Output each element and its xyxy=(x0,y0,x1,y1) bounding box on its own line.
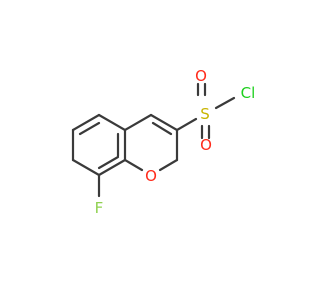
sulfur-label: S xyxy=(200,105,210,123)
sulfonyl-oxygen-bottom-label: O xyxy=(200,136,212,154)
bond xyxy=(149,113,179,132)
bond-inner xyxy=(97,155,120,170)
fluorine-label: F xyxy=(95,199,104,217)
bond xyxy=(175,117,198,132)
bond xyxy=(71,113,101,132)
atom-labels: F O S O O Cl xyxy=(95,67,256,217)
bond xyxy=(71,158,101,177)
bond xyxy=(214,96,236,110)
bond-inner xyxy=(78,121,101,136)
chemical-structure: F O S O O Cl xyxy=(71,67,256,217)
bond xyxy=(123,113,153,132)
bond xyxy=(97,158,127,177)
sulfonyl-oxygen-top-label: O xyxy=(195,67,207,85)
bond-double xyxy=(151,121,173,136)
bond xyxy=(158,158,179,172)
chlorine-label: Cl xyxy=(241,84,256,102)
bond xyxy=(97,113,127,132)
ring-oxygen-label: O xyxy=(145,167,157,185)
bond xyxy=(123,158,144,172)
bonds xyxy=(71,82,236,198)
